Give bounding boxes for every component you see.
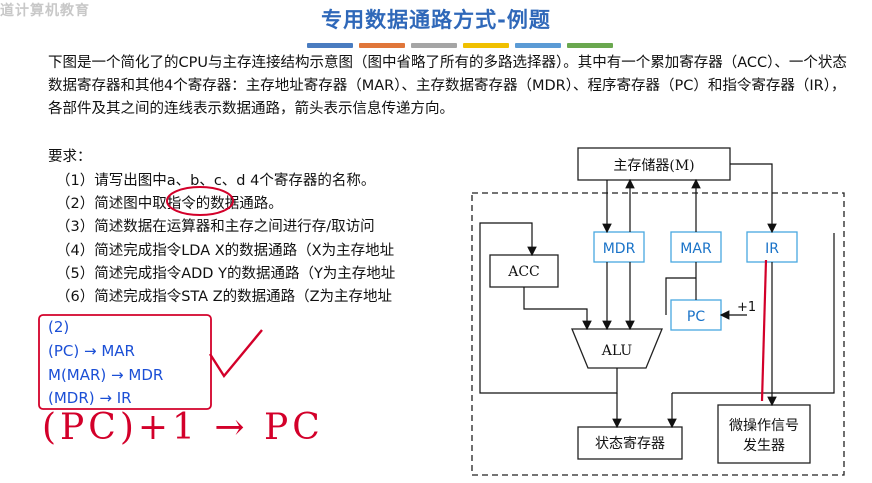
- acc-label: ACC: [507, 264, 540, 280]
- mar-label: MAR: [680, 241, 712, 257]
- requirement-item: （4）简述完成指令LDA X的数据通路（X为主存地址: [56, 243, 395, 259]
- color-bar: [463, 43, 509, 48]
- cpu-boundary: [471, 192, 845, 476]
- status-register-box: [577, 426, 683, 460]
- color-bar: [411, 43, 457, 48]
- mdr-box: [593, 231, 645, 263]
- checkmark-icon: [208, 329, 263, 379]
- status-register-label: 状态寄存器: [595, 435, 665, 452]
- alu-label: ALU: [601, 343, 633, 359]
- memory-box: [577, 147, 731, 181]
- annotation-line: (2): [48, 318, 70, 336]
- page-title: 专用数据通路方式-例题: [321, 8, 551, 32]
- requirement-item: （5）简述完成指令ADD Y的数据通路（Y为主存地址: [56, 266, 396, 282]
- annotation-line: (PC) → MAR: [48, 342, 135, 360]
- color-bar: [515, 43, 561, 48]
- ink-red-line: [760, 259, 768, 402]
- annotation-line: M(MAR) → MDR: [48, 366, 164, 384]
- cpu-datapath-diagram: 主存储器(M) MDR MAR IR ACC PC +1 ALU 状态寄存器 微…: [462, 143, 872, 483]
- requirement-item: （6）简述完成指令STA Z的数据通路（Z为主存地址: [56, 289, 393, 305]
- color-bar: [359, 43, 405, 48]
- ink-circle-highlight: [166, 186, 234, 216]
- ir-label: IR: [765, 241, 779, 257]
- color-bar: [307, 43, 353, 48]
- requirement-item: （2）简述图中取指令的数据通路。: [56, 196, 283, 212]
- plus-one-label: +1: [737, 300, 756, 315]
- color-bar: [567, 43, 613, 48]
- micro-op-label-1: 微操作信号: [729, 418, 799, 434]
- annotation-line: (MDR) → IR: [48, 389, 132, 407]
- requirement-item: （3）简述数据在运算器和主存之间进行存/取访问: [56, 219, 375, 235]
- requirement-item: （1）请写出图中a、b、c、d 4个寄存器的名称。: [56, 173, 376, 189]
- ink-annotation-box: [38, 314, 212, 410]
- memory-label: 主存储器(M): [613, 158, 694, 174]
- watermark: 道计算机教育: [0, 3, 90, 18]
- requirements-label: 要求：: [48, 149, 92, 165]
- micro-op-box: [717, 404, 811, 464]
- problem-paragraph: 下图是一个简化了的CPU与主存连接结构示意图（图中省略了所有的多路选择器）。其中…: [48, 55, 847, 117]
- micro-op-label-2: 发生器: [743, 438, 785, 454]
- mdr-label: MDR: [603, 241, 636, 257]
- handwritten-formula: (PC)+1 → PC: [42, 407, 324, 448]
- pc-label: PC: [687, 309, 705, 325]
